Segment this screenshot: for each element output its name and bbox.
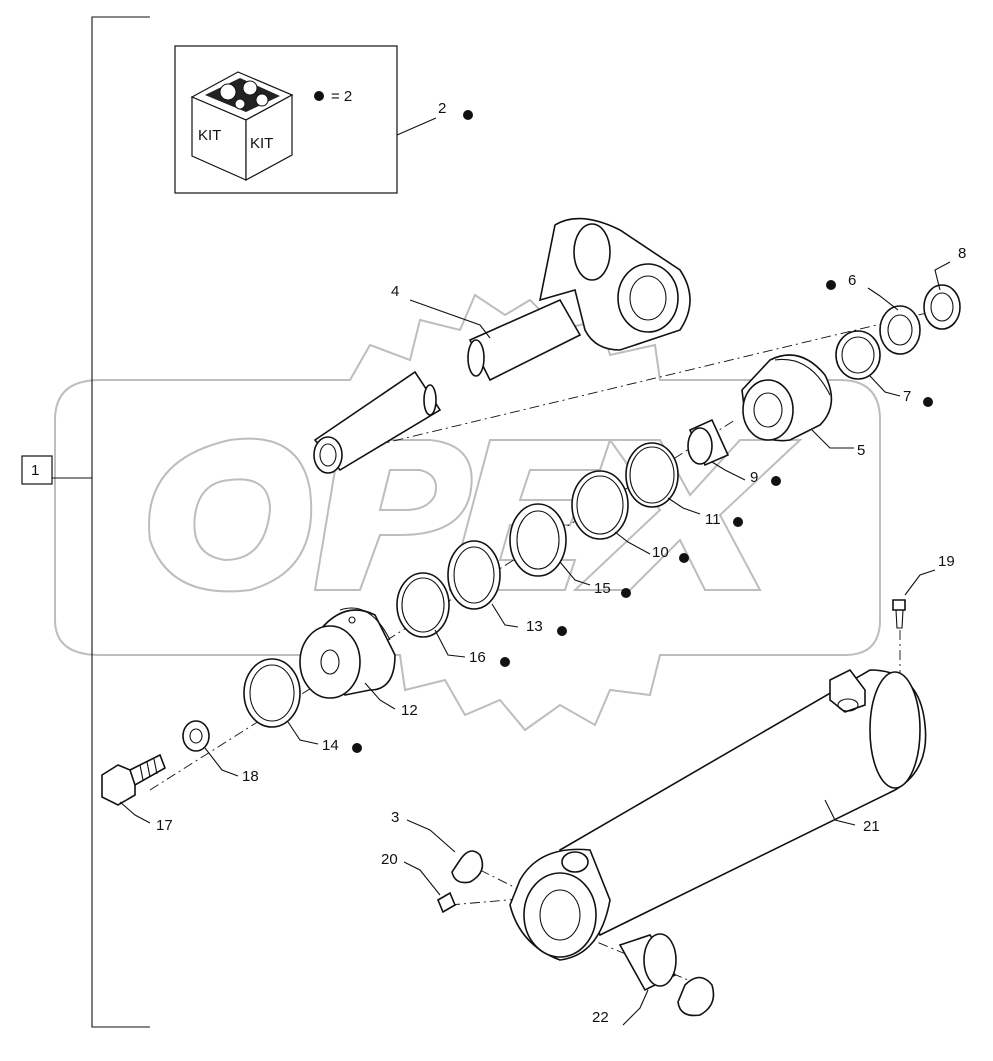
callout-8: 8 [958, 245, 966, 262]
kit-marker-15 [621, 588, 631, 598]
bushing-part-22 [618, 933, 715, 1017]
piston-rod-part [313, 217, 691, 474]
cylinder-barrel-21 [509, 668, 927, 961]
callout-19: 19 [938, 553, 955, 570]
leader-lines [119, 261, 951, 1026]
kit-marker-9 [771, 476, 781, 486]
kit-markers [352, 110, 933, 753]
kit-legend-box: KIT KIT = 2 [174, 45, 437, 194]
kit-marker-11 [733, 517, 743, 527]
watermark-logo [54, 293, 881, 732]
ring-part-15 [509, 503, 567, 577]
callout-9: 9 [750, 469, 758, 486]
bushing-part-9 [687, 418, 730, 467]
washer-part-18 [182, 720, 210, 752]
callout-7: 7 [903, 388, 911, 405]
callout-14: 14 [322, 737, 339, 754]
kit-marker-2 [463, 110, 473, 120]
kit-legend-text: = 2 [331, 88, 352, 105]
callout-17: 17 [156, 817, 173, 834]
ring-part-11 [625, 442, 679, 508]
callout-6: 6 [848, 272, 856, 289]
bolt-part-17 [101, 753, 166, 806]
callout-5: 5 [857, 442, 865, 459]
callout-12: 12 [401, 702, 418, 719]
kit-label-right: KIT [250, 135, 273, 152]
callout-15: 15 [594, 580, 611, 597]
assembly-bracket [21, 16, 150, 1028]
o-ring-7 [835, 330, 881, 380]
callout-1: 1 [31, 462, 39, 479]
callout-22: 22 [592, 1009, 609, 1026]
snap-ring-3 [451, 850, 484, 884]
kit-dot-marker [314, 91, 324, 101]
kit-marker-14 [352, 743, 362, 753]
callout-2: 2 [438, 100, 446, 117]
kit-marker-16 [500, 657, 510, 667]
callout-20: 20 [381, 851, 398, 868]
seal-ring-6 [879, 305, 921, 355]
callout-18: 18 [242, 768, 259, 785]
callout-11: 11 [705, 511, 721, 528]
callout-labels: 1 2 3 4 5 6 7 8 9 10 11 12 13 14 15 16 1… [31, 100, 966, 1026]
grease-fitting-19 [892, 599, 906, 629]
kit-marker-6 [826, 280, 836, 290]
callout-4: 4 [391, 283, 399, 300]
wiper-ring-8 [923, 284, 961, 330]
ring-part-13 [447, 540, 501, 610]
callout-10: 10 [652, 544, 669, 561]
ring-part-14 [243, 658, 301, 728]
ring-part-10 [571, 470, 629, 540]
callout-13: 13 [526, 618, 543, 635]
kit-marker-13 [557, 626, 567, 636]
kit-marker-10 [679, 553, 689, 563]
piston-part-12 [299, 607, 396, 699]
callout-21: 21 [863, 818, 880, 835]
kit-label-left: KIT [198, 127, 221, 144]
callout-16: 16 [469, 649, 486, 666]
gland-head-part [741, 354, 833, 442]
ring-part-16 [396, 572, 450, 638]
kit-box-icon [190, 71, 294, 182]
callout-3: 3 [391, 809, 399, 826]
fitting-part-20 [436, 891, 457, 914]
kit-marker-7 [923, 397, 933, 407]
